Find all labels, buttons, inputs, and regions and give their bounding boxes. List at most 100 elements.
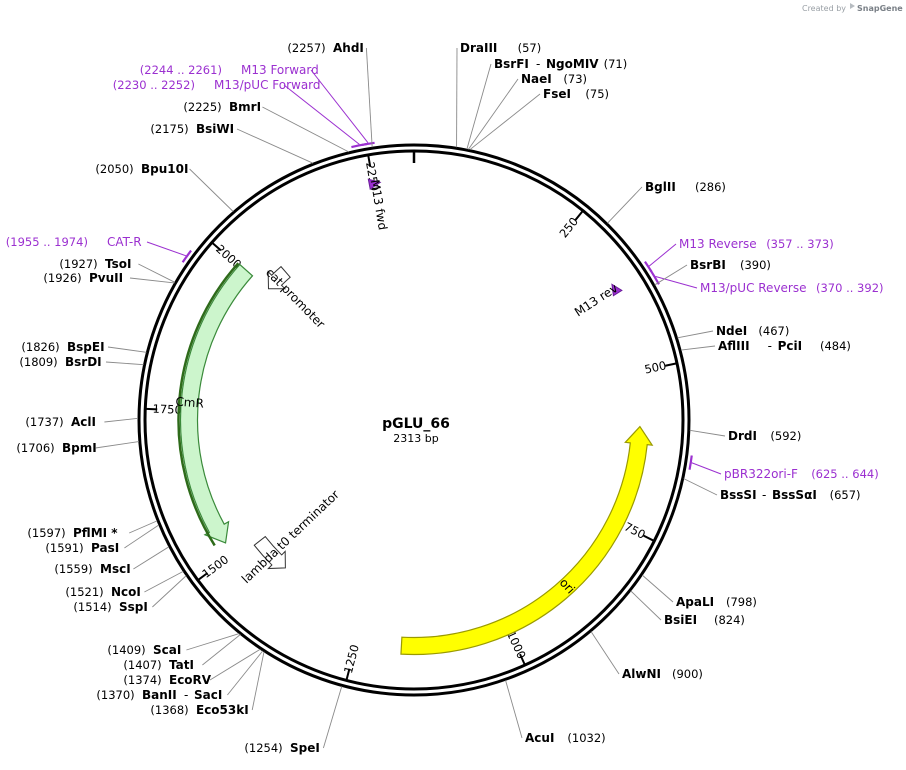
site-msci[interactable]: (1559)MscI	[54, 546, 170, 576]
site-leader	[469, 93, 541, 151]
site-eco53ki[interactable]: (1368)Eco53kI	[150, 651, 265, 717]
site-ndei[interactable]: NdeI(467)	[677, 324, 789, 339]
site-leader	[630, 590, 662, 621]
site-position: (1706)	[16, 441, 54, 455]
primer-name: M13/pUC Forward	[214, 78, 321, 92]
site-spei[interactable]: (1254)SpeI	[244, 686, 343, 755]
site-bglii[interactable]: BglII(286)	[607, 180, 726, 224]
site-leader	[129, 277, 175, 284]
site-bsrfi[interactable]: BsrFI-NgoMIV(71)	[466, 57, 628, 150]
site-leader	[227, 650, 264, 696]
site-tati[interactable]: (1407)TatI	[123, 634, 241, 672]
site-name: BpmI	[62, 441, 97, 455]
primer-name: M13 Forward	[241, 63, 319, 77]
site-bsrbi[interactable]: BsrBI(390)	[654, 258, 771, 286]
site-leader	[124, 524, 160, 549]
primer-leader	[655, 276, 698, 289]
site-apali[interactable]: ApaLI(798)	[641, 574, 757, 609]
site-leader	[607, 186, 643, 224]
site-name: BsrFI	[494, 57, 529, 71]
site-ahdi[interactable]: (2257)AhdI	[287, 41, 373, 148]
primer-name: pBR322ori-F	[724, 467, 798, 481]
site-bsssi[interactable]: BssSI-BssSαI(657)	[683, 478, 861, 502]
site-position: (1927)	[59, 257, 97, 271]
site-leader	[677, 330, 714, 339]
site-acui[interactable]: AcuI(1032)	[505, 680, 606, 745]
primer-cat-r: (1955 .. 1974)CAT-R	[6, 235, 192, 263]
site-ecorv[interactable]: (1374)EcoRV	[123, 648, 261, 687]
site-acli[interactable]: (1737)AclI	[25, 415, 139, 429]
ori-arrow	[400, 425, 654, 656]
site-leader	[129, 520, 158, 534]
tick-mark	[345, 668, 351, 680]
site-pflmi[interactable]: (1597)PflMI *	[27, 520, 158, 540]
site-pasi[interactable]: (1591)PasI	[45, 524, 160, 555]
lambda-t0-arrow	[253, 535, 286, 570]
site-leader	[107, 346, 147, 353]
site-name: AhdI	[333, 41, 364, 55]
credit-prefix: Created by	[802, 4, 846, 13]
snapgene-logo-icon	[850, 3, 855, 9]
site-name: MscI	[100, 562, 131, 576]
site-leader	[641, 574, 674, 603]
primer-bar	[649, 269, 660, 285]
site-leader	[202, 634, 241, 666]
site-bspei[interactable]: (1826)BspEI	[21, 340, 147, 354]
primer-m13-reverse: M13 Reverse(357 .. 373)	[644, 237, 834, 273]
site-position: (798)	[726, 595, 757, 609]
m13-rev-label: M13 rev	[572, 281, 620, 319]
site-position: (2225)	[183, 100, 221, 114]
site-separator: -	[768, 339, 772, 353]
site-tsoi[interactable]: (1927)TsoI	[59, 257, 175, 283]
tick-mark	[198, 572, 209, 581]
site-bsrdi[interactable]: (1809)BsrDI	[19, 355, 144, 369]
site-bpu10i[interactable]: (2050)Bpu10I	[95, 162, 234, 212]
site-fsei[interactable]: FseI(75)	[469, 87, 609, 151]
tick-label: 750	[622, 519, 648, 541]
site-drdi[interactable]: DrdI(592)	[689, 429, 802, 443]
site-name: BsiWI	[196, 122, 234, 136]
site-position: (71)	[604, 57, 628, 71]
site-name: SspI	[119, 600, 148, 614]
site-name-alt: BssSαI	[772, 488, 817, 502]
primer-range: (357 .. 373)	[766, 237, 834, 251]
primer-range: (2230 .. 2252)	[113, 78, 195, 92]
site-separator: -	[536, 57, 540, 71]
site-bsiwi[interactable]: (2175)BsiWI	[150, 122, 314, 164]
site-name: AlwNI	[622, 667, 661, 681]
site-name: PasI	[91, 541, 119, 555]
site-scai[interactable]: (1409)ScaI	[107, 633, 240, 657]
site-position: (57)	[518, 41, 542, 55]
site-position: (2050)	[95, 162, 133, 176]
site-position: (1926)	[43, 271, 81, 285]
feature-ori: ori	[400, 425, 654, 656]
site-afliii[interactable]: AflIII-PciI(484)	[680, 339, 851, 353]
site-bsiei[interactable]: BsiEI(824)	[630, 590, 745, 627]
feature-m13-fwd: M13 fwd	[368, 178, 390, 231]
site-banii[interactable]: (1370)BanII-SacI	[96, 650, 264, 702]
site-position: (1826)	[21, 340, 59, 354]
tick-mark	[519, 653, 526, 665]
site-leader	[505, 680, 523, 739]
site-ncoi[interactable]: (1521)NcoI	[65, 571, 184, 599]
site-bmri[interactable]: (2225) BmrI	[183, 100, 349, 153]
site-name: BmrI	[229, 100, 261, 114]
site-bpmi[interactable]: (1706) BpmI	[16, 441, 139, 455]
site-leader	[654, 264, 688, 286]
site-alwni[interactable]: AlwNI (900)	[590, 631, 703, 681]
site-leader	[186, 633, 240, 651]
cat-promoter-label: cat promoter	[263, 265, 328, 331]
tick-mark	[367, 155, 372, 167]
site-leader	[683, 478, 718, 496]
site-position: (900)	[672, 667, 703, 681]
site-draiii[interactable]: DraIII(57)	[456, 41, 542, 148]
cmr-arrow	[179, 263, 254, 544]
site-naei[interactable]: NaeI(73)	[468, 72, 587, 150]
primer-range: (2244 .. 2261)	[140, 63, 222, 77]
site-position: (1521)	[65, 585, 103, 599]
site-sspi[interactable]: (1514)SspI	[73, 575, 187, 614]
m13-rev-arrow	[611, 283, 623, 297]
site-name: TatI	[169, 658, 194, 672]
site-leader	[95, 441, 139, 449]
site-pvuii[interactable]: (1926)PvuII	[43, 271, 175, 285]
